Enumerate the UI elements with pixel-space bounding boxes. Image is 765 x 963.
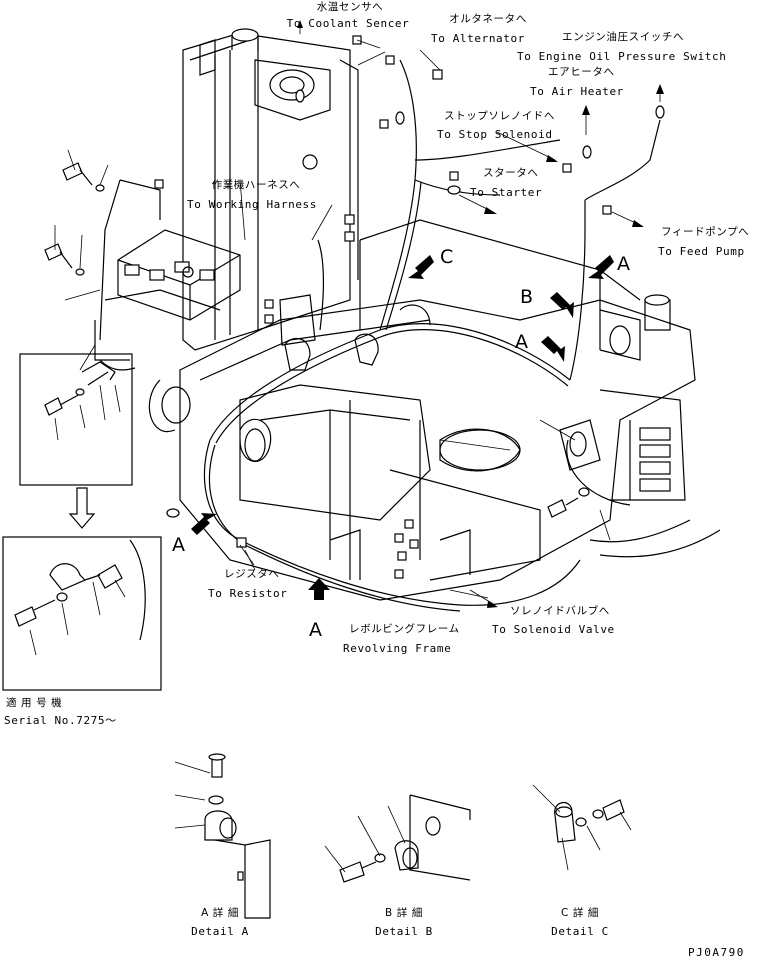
part-code: PJ0A790 (688, 946, 745, 959)
solenoid-valve-label-ja: ソレノイドバルブへ (510, 605, 610, 617)
serial-inset (2, 353, 162, 691)
air-heater-label-en: To Air Heater (530, 85, 624, 98)
serial-label-en: Serial No.7275～ (4, 714, 117, 727)
frame (148, 219, 721, 601)
detail-a-title-ja: A 詳 細 (201, 907, 239, 919)
detail-b (324, 794, 471, 883)
detail-a (174, 753, 271, 919)
view-marker-a-mid: A (515, 331, 528, 353)
relay-box (94, 179, 241, 361)
detail-a-title-en: Detail A (191, 925, 249, 938)
starter-label-ja: スタータへ (483, 167, 539, 179)
starter-label-en: To Starter (470, 186, 543, 199)
stop-solenoid-label-ja: ストップソレノイドへ (444, 110, 555, 122)
callout-arrows (244, 20, 664, 608)
oil-pressure-label-en: To Engine Oil Pressure Switch (517, 50, 727, 63)
revolving-frame-label-ja: レボルビングフレーム (349, 623, 460, 635)
wire-harness (99, 59, 661, 612)
oil-pressure-label-ja: エンジン油圧スイッチへ (562, 31, 685, 43)
working-harness-label-ja: 作業機ハーネスへ (211, 179, 301, 191)
view-marker-b: B (520, 286, 534, 308)
revolving-frame-label-en: Revolving Frame (343, 642, 452, 655)
view-marker-a-right: A (617, 253, 630, 275)
detail-c-title-ja: C 詳 細 (560, 907, 599, 919)
bolts (44, 162, 579, 518)
detail-c (532, 784, 632, 871)
detail-b-title-en: Detail B (375, 925, 433, 938)
alternator-label-en: To Alternator (431, 32, 525, 45)
view-arrows (191, 255, 614, 600)
detail-c-title-en: Detail C (551, 925, 609, 938)
connectors (154, 35, 665, 579)
alternator-label-ja: オルタネータへ (449, 13, 527, 25)
radiator-assembly (182, 28, 359, 351)
feed-pump-label-ja: フィードポンプへ (661, 226, 750, 238)
view-marker-c: C (440, 246, 454, 268)
feed-pump-label-en: To Feed Pump (658, 245, 745, 258)
serial-label-ja: 適 用 号 機 (6, 697, 63, 709)
resistor-label-en: To Resistor (208, 587, 288, 600)
coolant-label-en: To Coolant Sencer (286, 17, 410, 30)
stop-solenoid-label-en: To Stop Solenoid (437, 128, 553, 141)
detail-b-title-ja: B 詳 細 (385, 907, 423, 919)
resistor-label-ja: レジスタへ (224, 568, 280, 580)
coolant-label-ja: 水温センサへ (316, 1, 384, 13)
working-harness-label-en: To Working Harness (187, 198, 318, 211)
air-heater-label-ja: エアヒータへ (548, 66, 615, 78)
solenoid-valve-label-en: To Solenoid Valve (492, 623, 615, 636)
view-marker-a-left: A (172, 534, 185, 556)
view-marker-a-bottom: A (309, 619, 322, 641)
